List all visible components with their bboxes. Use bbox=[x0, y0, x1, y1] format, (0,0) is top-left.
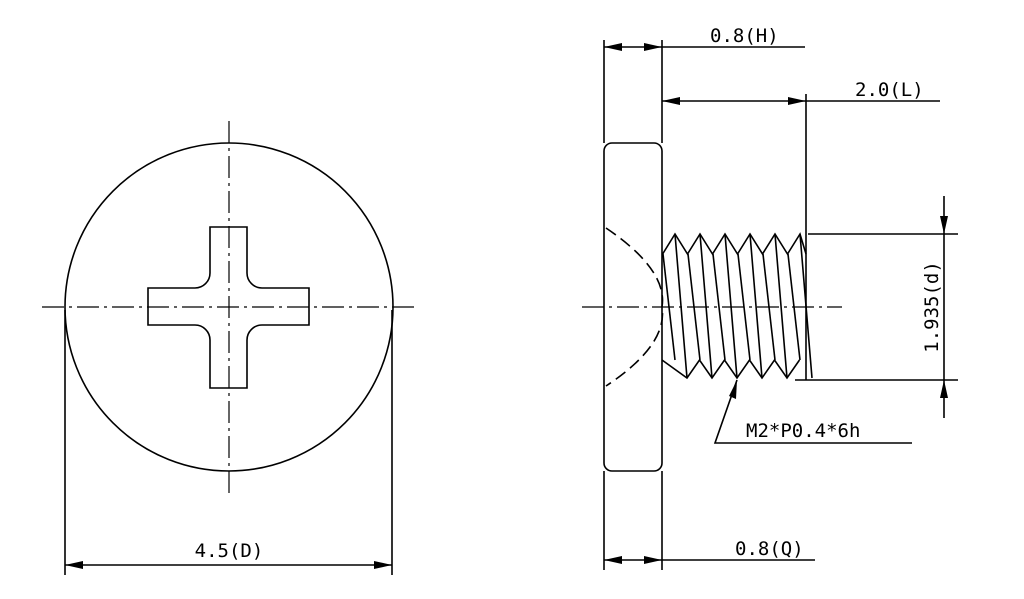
arrow-icon bbox=[662, 97, 806, 105]
q-label: 0.8(Q) bbox=[735, 538, 804, 560]
thread-spec-label: M2*P0.4*6h bbox=[746, 420, 860, 442]
head-height-label: 0.8(H) bbox=[710, 25, 779, 47]
thread-major-line bbox=[774, 233, 788, 379]
arrow-icon bbox=[604, 43, 662, 51]
side-view: 0.8(H) 2.0(L) 1.935(d) M2*P0.4*6h 0.8(Q) bbox=[582, 25, 958, 570]
thread-diameter-label: 1.935(d) bbox=[921, 261, 943, 353]
thread-major-line bbox=[674, 233, 688, 379]
front-view: 4.5(D) bbox=[42, 121, 416, 575]
thread-crest-bottom bbox=[661, 358, 801, 380]
arrow-icon bbox=[604, 556, 662, 564]
length-label: 2.0(L) bbox=[855, 79, 924, 101]
thread-minor-line bbox=[712, 253, 726, 361]
phillips-recess bbox=[147, 226, 310, 389]
thread-leader bbox=[713, 379, 912, 444]
thread-major-line bbox=[699, 233, 713, 379]
arrow-icon bbox=[729, 380, 737, 399]
diameter-label: 4.5(D) bbox=[195, 540, 264, 562]
thread-crest-top bbox=[661, 232, 807, 256]
thread-major-line bbox=[749, 233, 763, 379]
thread-major-line bbox=[724, 233, 738, 379]
